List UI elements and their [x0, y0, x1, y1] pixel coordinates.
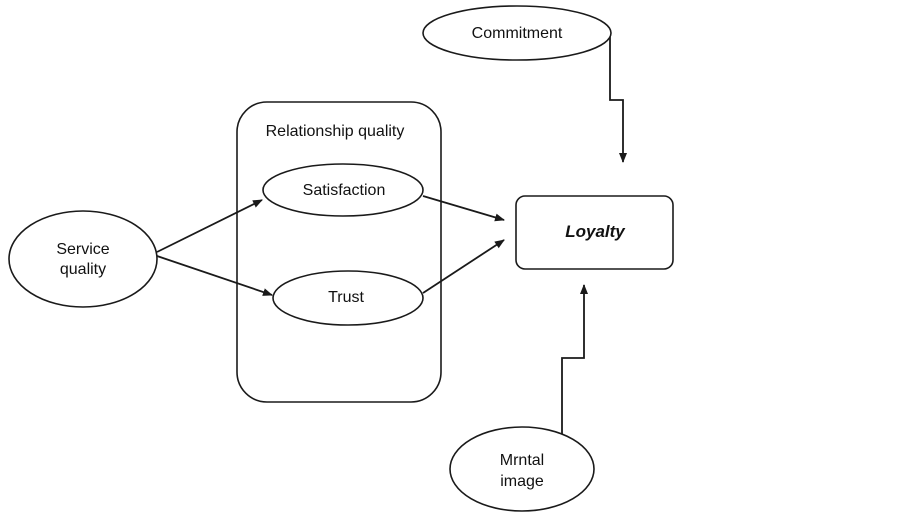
edge-service-quality-trust — [156, 255, 273, 296]
trust-label: Trust — [328, 289, 364, 306]
relationship-quality-label: Relationship quality — [266, 123, 405, 140]
service-quality-node: Service quality — [8, 210, 158, 308]
loyalty-node: Loyalty — [515, 195, 674, 270]
relationship-quality-group: Relationship quality — [236, 101, 442, 403]
commitment-label: Commitment — [472, 25, 563, 42]
service-quality-ellipse — [8, 210, 158, 308]
edge-commitment-loyalty — [609, 35, 627, 163]
commitment-node: Commitment — [422, 5, 612, 61]
service-quality-label-line2: quality — [60, 261, 106, 278]
mental-image-node: Mrntal image — [449, 426, 595, 512]
edge-mental-image-loyalty — [561, 284, 588, 437]
trust-ellipse — [272, 270, 424, 326]
edges — [156, 35, 627, 437]
satisfaction-label: Satisfaction — [303, 182, 386, 199]
loyalty-box — [515, 195, 674, 270]
mental-image-ellipse — [449, 426, 595, 512]
relationship-quality-box — [236, 101, 442, 403]
commitment-ellipse — [422, 5, 612, 61]
mental-image-label-line1: Mrntal — [500, 452, 544, 469]
service-quality-label-line1: Service — [56, 241, 109, 258]
edge-service-quality-satisfaction — [156, 199, 263, 253]
satisfaction-node: Satisfaction — [262, 163, 424, 217]
satisfaction-ellipse — [262, 163, 424, 217]
trust-node: Trust — [272, 270, 424, 326]
edge-satisfaction-loyalty — [422, 195, 505, 222]
mental-image-label-line2: image — [500, 473, 544, 490]
edge-trust-loyalty — [422, 239, 505, 294]
loyalty-label: Loyalty — [565, 222, 626, 241]
